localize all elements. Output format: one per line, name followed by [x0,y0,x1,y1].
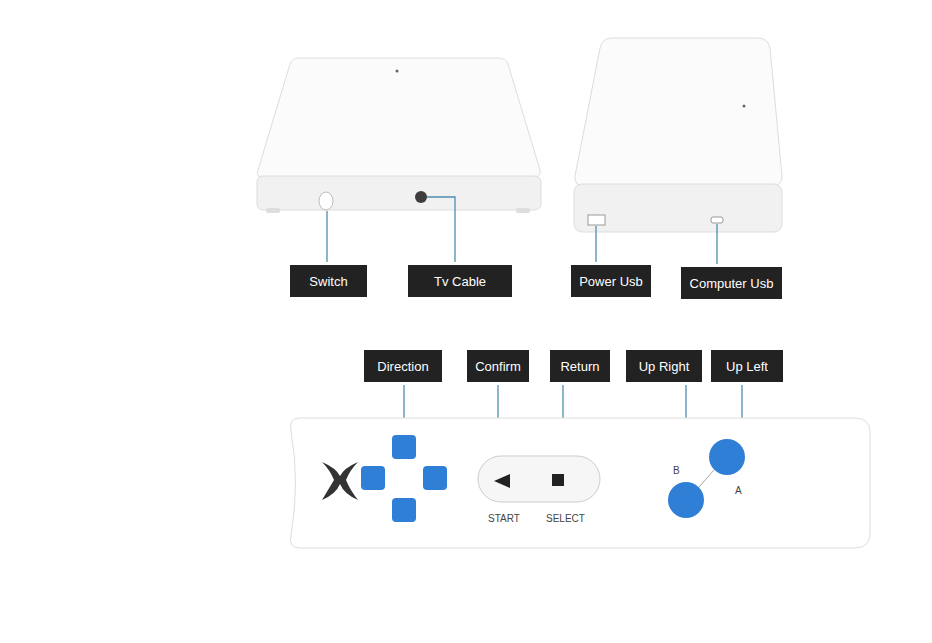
drawn-rect [552,474,564,486]
callout-box: Direction [364,350,442,382]
callout-text: Computer Usb [690,276,774,291]
drawn-path [575,38,782,186]
callout-text: Confirm [475,359,521,374]
drawn-rect [516,208,530,213]
drawn-ellipse [319,192,333,210]
callout-box: Power Usb [571,265,651,297]
drawn-circle [668,482,704,518]
drawn-path [494,474,510,488]
callout-box: Tv Cable [408,265,512,297]
drawn-path [427,197,455,262]
printed-label: A [735,485,742,496]
drawn-rect [392,498,416,522]
drawn-circle [709,439,745,475]
controller [290,418,870,548]
drawn-circle [743,105,746,108]
printed-label: SELECT [546,513,585,524]
callout-text: Up Right [639,359,690,374]
left-console [257,58,541,213]
drawn-path [595,226,596,262]
callout-text: Switch [309,274,347,289]
drawn-rect [361,466,385,490]
drawn-rect [574,184,782,232]
callout-text: Return [560,359,599,374]
callout-text: Power Usb [579,274,643,289]
drawn-rect [588,215,605,225]
drawn-rect [266,208,280,213]
drawn-rect [392,435,416,459]
drawn-rect [478,456,600,502]
callout-text: Tv Cable [434,274,486,289]
drawn-path [716,224,717,264]
callout-text: Direction [377,359,428,374]
printed-label: START [488,513,520,524]
callout-text: Up Left [726,359,768,374]
drawn-rect [423,466,447,490]
callout-box: Return [550,350,610,382]
right-console [574,38,782,232]
drawn-path [322,462,358,500]
drawn-rect [711,217,723,223]
drawn-circle [396,70,399,73]
drawn-path [257,58,540,178]
drawn-circle [415,191,427,203]
drawn-path [290,418,870,548]
callout-box: Confirm [467,350,529,382]
printed-label: B [673,465,680,476]
callout-box: Up Left [711,350,783,382]
drawn-line [699,470,714,487]
callout-box: Switch [290,265,367,297]
drawn-path [326,211,327,262]
drawn-rect [257,176,541,210]
callout-box: Up Right [626,350,702,382]
callout-box: Computer Usb [681,267,782,299]
